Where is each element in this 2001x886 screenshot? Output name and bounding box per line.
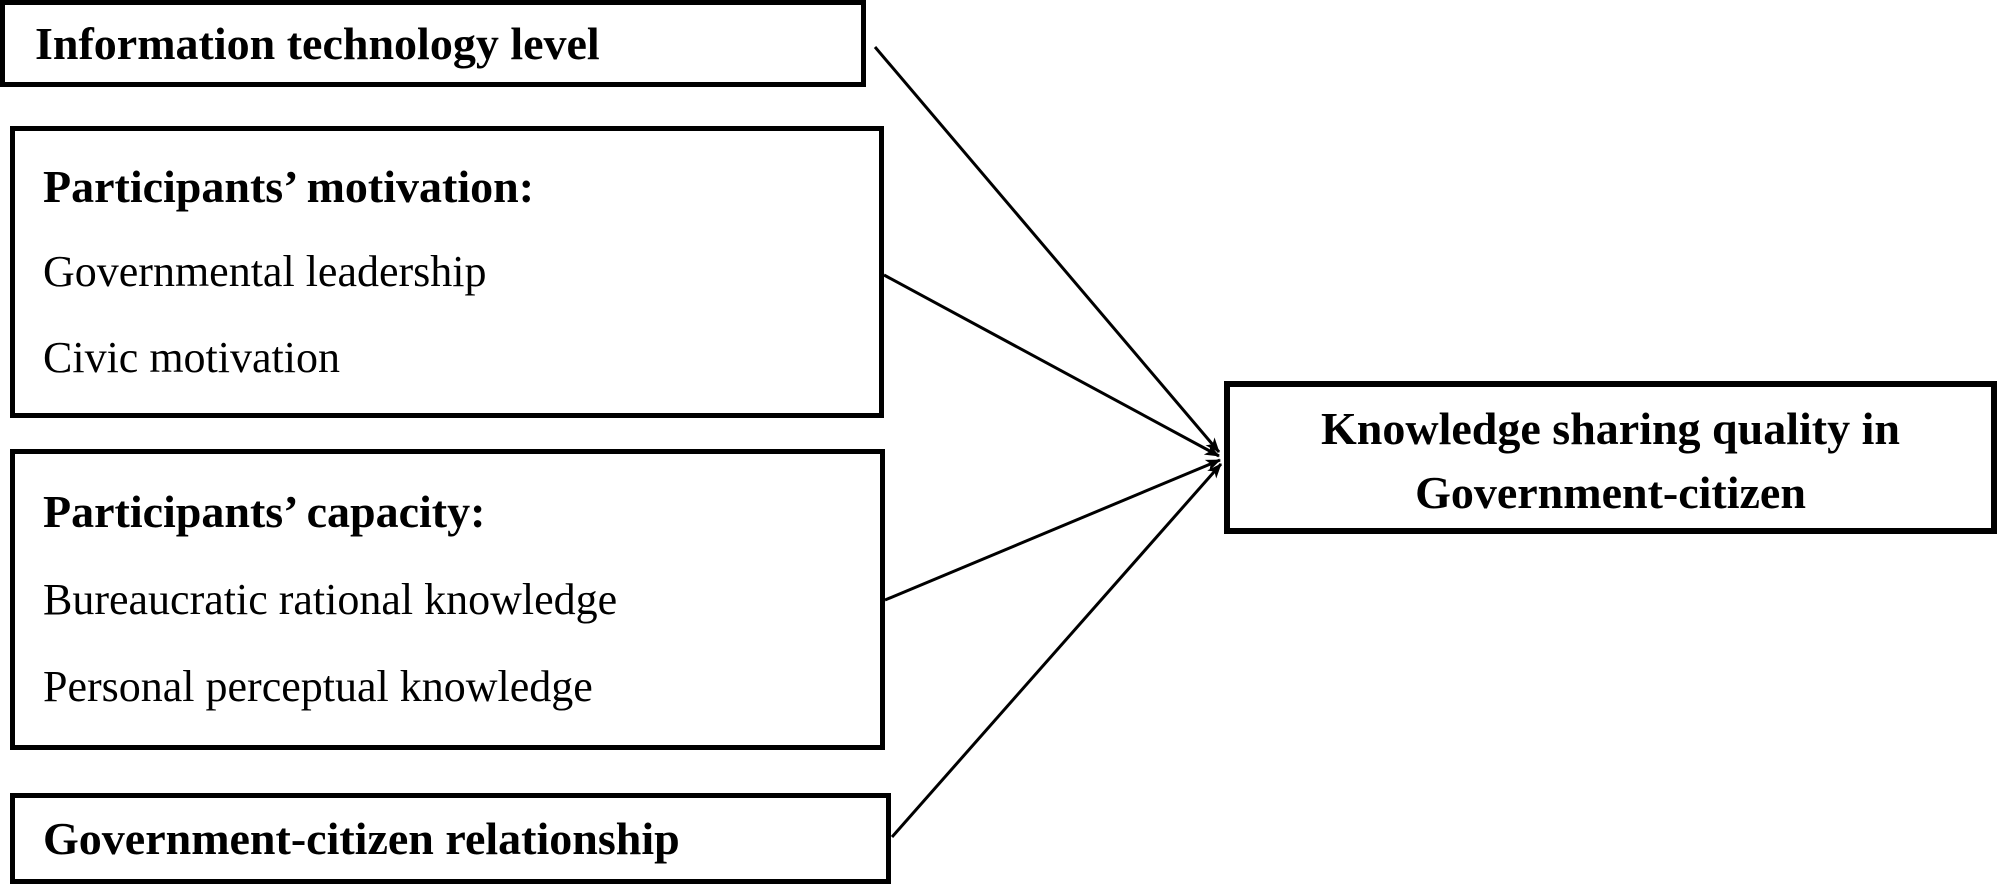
box-item: Civic motivation: [43, 332, 340, 382]
box-title: Participants’ capacity:: [43, 485, 486, 537]
arrow-from-participants-capacity: [884, 458, 1221, 602]
box-title: Information technology level: [35, 17, 600, 69]
box-item: Personal perceptual knowledge: [43, 662, 593, 712]
box-information-technology-level: Information technology level: [0, 0, 866, 87]
box-title: Government-citizen relationship: [43, 812, 680, 864]
arrow-from-it-level: [873, 46, 1221, 453]
box-item: Governmental leadership: [43, 247, 487, 296]
box-government-citizen-relationship: Government-citizen relationship: [10, 793, 891, 884]
arrow-from-participants-motivation: [883, 273, 1220, 458]
box-title-line-2: Government-citizen: [1415, 466, 1806, 518]
box-item: Bureaucratic rational knowledge: [43, 574, 618, 624]
box-participants-capacity: Participants’ capacity: Bureaucratic rat…: [10, 449, 885, 750]
box-title: Participants’ motivation:: [43, 160, 535, 212]
box-title-line-1: Knowledge sharing quality in: [1321, 402, 1900, 454]
box-participants-motivation: Participants’ motivation: Governmental l…: [10, 126, 884, 418]
arrow-from-government-citizen-relationship: [890, 463, 1223, 838]
box-knowledge-sharing-quality: Knowledge sharing quality in Government-…: [1224, 381, 1997, 534]
